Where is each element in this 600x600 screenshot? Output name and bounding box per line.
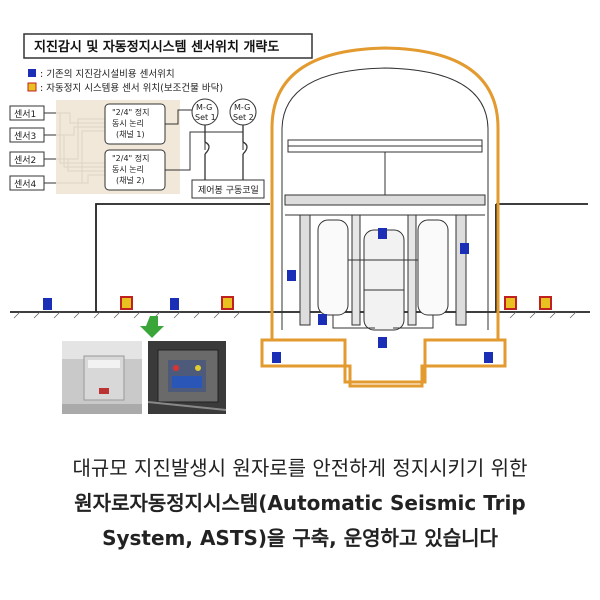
sensor-blue-building-6 <box>272 352 281 363</box>
sensor-blue-2 <box>170 298 179 310</box>
foundation-mat <box>260 338 507 388</box>
sensor-label-1: 센서1 <box>14 109 36 120</box>
sensor-blue-building-3 <box>287 270 296 281</box>
legend-blue-marker <box>28 69 36 77</box>
sensor-photo-2 <box>147 341 227 414</box>
legend-yellow-marker <box>27 82 37 92</box>
sensor-yellow-3 <box>504 296 517 310</box>
channel-1-line1: "2/4" 정지 <box>112 107 150 117</box>
sensor-blue-1 <box>43 298 52 310</box>
legend-item-1: : 기존의 지진감시설비용 센서위치 <box>40 68 175 80</box>
arrow-down-icon <box>140 316 164 338</box>
reactor-building-internals <box>281 67 489 331</box>
diagram-title: 지진감시 및 자동정지시스템 센서위치 개략도 <box>34 39 279 55</box>
logic-block: 센서1 센서3 센서2 센서4 "2/4" 정지 동시 논리 (채널 1) "2… <box>9 98 265 199</box>
legend-item-2: : 자동정지 시스템용 센서 위치(보조건물 바닥) <box>40 82 223 94</box>
title-box <box>23 33 313 59</box>
control-rod-coil-box <box>191 179 265 199</box>
sensor-label-3: 센서3 <box>14 131 36 142</box>
mg-set-2-line2: Set 2 <box>233 113 254 122</box>
sensor-label-2: 센서2 <box>14 155 36 166</box>
mg-set-1-line2: Set 1 <box>195 113 216 122</box>
caption-line-3: System, ASTS)을 구축, 운영하고 있습니다 <box>102 526 498 550</box>
mg-set-2-line1: M-G <box>234 103 250 112</box>
sensor-blue-building-4 <box>318 314 327 325</box>
containment-dome <box>270 46 500 340</box>
channel-2-line2: 동시 논리 <box>112 165 144 174</box>
mg-set-1-line1: M-G <box>196 103 212 112</box>
channel-2-line3: (채널 2) <box>116 175 145 185</box>
ground-hatch <box>13 311 577 319</box>
sensor-yellow-1 <box>120 296 133 310</box>
sensor-label-4: 센서4 <box>14 179 37 190</box>
sensor-blue-building-1 <box>378 228 387 239</box>
sensor-blue-building-5 <box>378 337 387 348</box>
channel-1-line3: (채널 1) <box>116 129 145 139</box>
channel-1-line2: 동시 논리 <box>112 119 144 128</box>
sensor-yellow-4 <box>539 296 552 310</box>
sensor-blue-building-7 <box>484 352 493 363</box>
caption-line-1: 대규모 지진발생시 원자로를 안전하게 정지시키기 위한 <box>72 456 528 480</box>
sensor-yellow-2 <box>221 296 234 310</box>
control-rod-coil-label: 제어봉 구동코일 <box>198 185 259 196</box>
sensor-blue-building-2 <box>460 243 469 254</box>
sensor-photo-1 <box>62 341 142 414</box>
caption-line-2: 원자로자동정지시스템(Automatic Seismic Trip <box>74 491 526 515</box>
channel-2-line1: "2/4" 정지 <box>112 153 150 163</box>
